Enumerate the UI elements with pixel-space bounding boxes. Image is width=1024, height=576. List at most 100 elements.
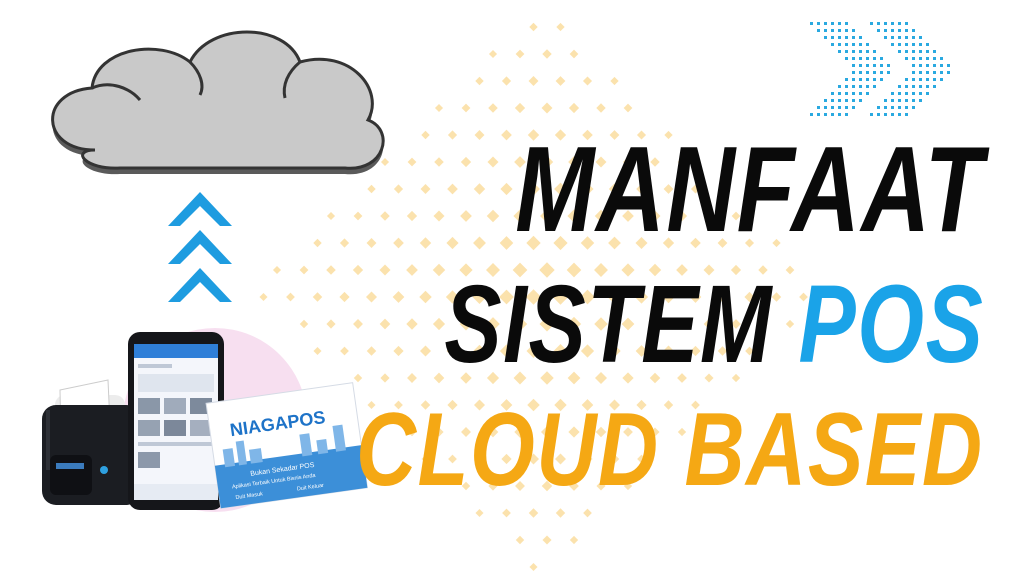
chevron-dot [898,92,901,95]
pattern-dot [420,184,431,194]
pattern-dot [758,319,768,329]
chevron-dot [919,43,922,46]
chevron-dot [880,71,883,74]
pattern-dot [583,508,592,518]
pattern-dot [622,156,634,168]
chevron-dot [852,78,855,81]
pattern-dot [663,400,674,410]
pattern-dot [580,236,595,250]
chevron-dot [912,29,915,32]
chevron-dot [880,64,883,67]
pattern-dot [326,319,336,329]
receipt-printer [42,379,140,505]
chevron-dot [838,36,841,39]
chevron-dot [891,106,894,109]
chevron-dot [891,36,894,39]
chevron-dot [852,99,855,102]
pattern-dot [434,157,444,167]
pattern-dot [486,317,500,331]
pattern-dot [623,103,633,113]
chevron-dot [905,78,908,81]
chevron-dot [824,113,827,116]
up-chevrons-icon [168,192,232,302]
chevron-dot [852,43,855,46]
chevron-dot [859,99,862,102]
pattern-dot [541,102,553,114]
pattern-dot [460,372,472,384]
pattern-dot [500,399,513,411]
pattern-dot [568,102,580,114]
chevron-dot [912,71,915,74]
chevron-dot [919,50,922,53]
pattern-dot [623,481,633,491]
pattern-dot [539,262,555,278]
chevron-dot [845,36,848,39]
pattern-dot [730,264,742,276]
pattern-dot [594,371,608,385]
chevron-dot [831,36,834,39]
pattern-dot [567,209,581,223]
chevron-dot [891,113,894,116]
pattern-dot [717,238,728,248]
pattern-dot [460,210,472,222]
pattern-dot [582,129,593,141]
chevron-dot [919,78,922,81]
pattern-dot [473,183,486,195]
pattern-dot [487,156,499,168]
smartphone [128,332,224,510]
chevron-dot [866,50,869,53]
pattern-dot [649,210,661,222]
pattern-dot [567,371,581,385]
chevron-dot [838,43,841,46]
pattern-dot [379,318,391,330]
pattern-dot [594,317,608,331]
chevron-dot [887,64,890,67]
chevron-dot [898,43,901,46]
chevron-dot [884,106,887,109]
pattern-dot [353,211,363,221]
chevron-dot [933,85,936,88]
chevron-dot [877,106,880,109]
chevron-dot [824,36,827,39]
pattern-dot [731,319,741,329]
pattern-dot [540,425,554,439]
pattern-dot [421,454,430,464]
pattern-dot [636,130,647,140]
pattern-dot [394,400,403,410]
chevron-dot [845,85,848,88]
pattern-dot [569,49,579,59]
pattern-dot [473,344,486,358]
pattern-dot [485,262,501,278]
cloud-icon [51,30,385,175]
pattern-dot [581,399,594,411]
chevron-dot [919,64,922,67]
chevron-dot [873,50,876,53]
pattern-dot [594,263,608,277]
pattern-dot [461,103,471,113]
chevron-dot [905,92,908,95]
chevron-dot [831,92,834,95]
chevron-dot [866,43,869,46]
pattern-dot [474,454,485,464]
pattern-dot [475,76,484,86]
pattern-dot [461,481,471,491]
chevron-dot [852,106,855,109]
pattern-dot [582,453,593,465]
chevron-dot [859,36,862,39]
pattern-dot [313,346,322,356]
pattern-dot [539,316,555,332]
pattern-dot [691,400,700,410]
pattern-dot [487,426,499,438]
pattern-dot [610,76,619,86]
chevron-dot [859,57,862,60]
chevron-dot [824,106,827,109]
pattern-dot [703,318,715,330]
pattern-dot [445,290,460,304]
chevron-dot [898,36,901,39]
chevron-dot [877,113,880,116]
pattern-dot [594,209,608,223]
pattern-dot [393,345,404,357]
pattern-dot [596,103,606,113]
pattern-dot [662,237,675,249]
pattern-dot [488,49,498,59]
